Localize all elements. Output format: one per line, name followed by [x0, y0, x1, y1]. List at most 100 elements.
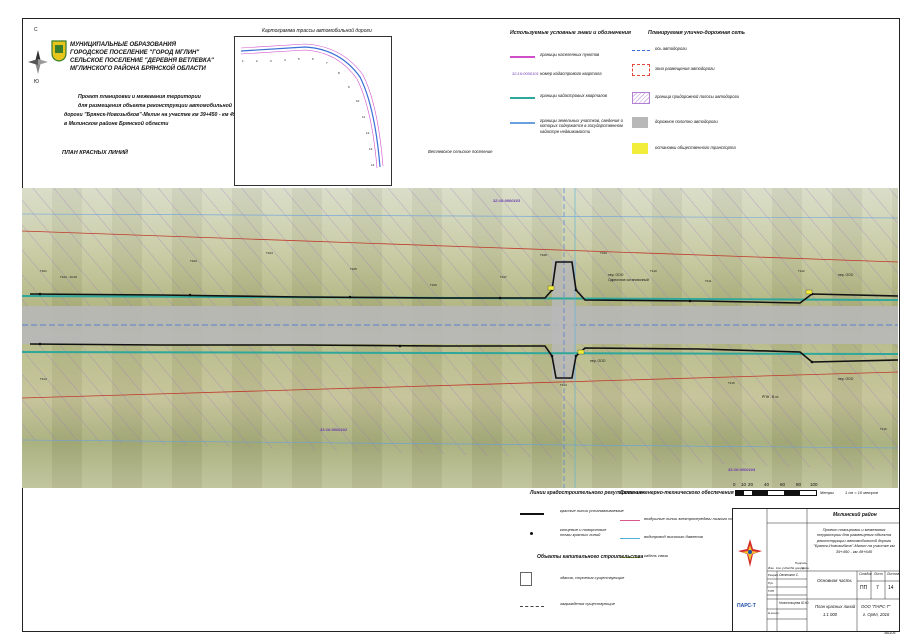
inset-tick: 3 — [270, 59, 272, 63]
inset-tick: 6 — [312, 57, 314, 61]
legend-label: кабель связи — [644, 553, 669, 558]
scale-tick: 0 — [733, 482, 736, 487]
stamp-stage: ПП — [860, 585, 868, 591]
stamp-role: Подпись — [795, 561, 807, 565]
scale-ratio: 1 см = 10 метров — [845, 490, 878, 495]
scale-tick: 60 — [780, 482, 786, 487]
point-label: T109 — [600, 251, 607, 255]
legend-conventional-title: Используемые условные знаки и обозначени… — [510, 30, 631, 36]
stamp-role: Лист — [785, 566, 792, 570]
stamp-sheets: 14 — [888, 585, 894, 591]
scale-tick: 10 — [741, 482, 747, 487]
stamp-role: Рук. — [768, 581, 774, 585]
legend-swatch-roadside-border — [632, 92, 650, 104]
stamp-company: ООО "ПАРС-Т" — [861, 604, 891, 609]
legend-swatch-building — [520, 572, 532, 586]
legend-label: ось автодороги — [655, 46, 687, 51]
org-line: ГОРОДСКОЕ ПОСЕЛЕНИЕ "ГОРОД МГЛИН" — [70, 50, 200, 56]
scale-segment — [784, 491, 800, 495]
stop-label: пер. ООО — [838, 273, 854, 277]
bus-stop-marker — [805, 289, 813, 295]
point-label: T104 — [266, 251, 273, 255]
project-line: дороги "Брянск-Новозыбков"-Мглин на учас… — [64, 112, 248, 118]
inset-tick: 4 — [284, 58, 286, 62]
settlement-label: Ветлевское сельское поселение — [428, 149, 493, 154]
inset-route — [240, 43, 384, 169]
stamp-sheet: 7 — [876, 585, 879, 591]
point-label: T101 — [40, 269, 47, 273]
stamp-sheet-label: Лист — [874, 572, 883, 576]
inset-tick: 5 — [298, 57, 300, 61]
legend-swatch-red-line — [520, 513, 544, 515]
legend-swatch-water-pipe — [620, 538, 640, 539]
point-label: T112 — [798, 269, 805, 273]
stamp-role: Н.контр. — [768, 611, 780, 615]
red-line-bottom — [29, 343, 898, 379]
legend-swatch-power-line — [620, 520, 640, 521]
scale-segment — [736, 491, 744, 495]
legend-capital-title: Объекты капитального строительства — [537, 554, 644, 560]
compass-north-label: С — [34, 27, 38, 33]
stamp-district: Мглинский район — [833, 512, 877, 518]
point-label: T110 — [650, 269, 657, 273]
bus-stop-marker — [547, 285, 555, 291]
legend-engineering-title: Сети инженерно-технического обеспечения — [620, 490, 734, 496]
stop-label: пер. ООО — [838, 377, 854, 381]
compass-south-label: Ю — [34, 79, 40, 85]
scale-tick: 80 — [796, 482, 802, 487]
roadside-zone-bottom — [22, 338, 898, 470]
scale-unit: Метры — [820, 490, 834, 495]
map-note: РПН - В ст. — [762, 395, 780, 399]
scale-tick: 40 — [764, 482, 770, 487]
legend-label: границы земельных участков, сведения о к… — [540, 118, 623, 134]
red-line-top — [29, 261, 898, 304]
point-label: T105 — [350, 267, 357, 271]
land-plot-border — [22, 213, 898, 219]
legend-label: красные линии устанавливаемые — [560, 508, 624, 513]
inset-tick: 8 — [338, 71, 340, 75]
company-logo-icon — [738, 539, 762, 567]
legend-label: концевые и поворотные точки красных лини… — [560, 527, 607, 537]
legend-swatch-roadway — [632, 117, 648, 128]
plan-title: ПЛАН КРАСНЫХ ЛИНИЙ — [62, 150, 128, 156]
power-line — [22, 371, 898, 399]
bus-stop-marker — [577, 349, 585, 355]
scale-tick: 100 — [810, 482, 818, 487]
legend-network-title: Планируемая улично-дорожная сеть — [648, 30, 745, 36]
scale-tick: 20 — [748, 482, 754, 487]
stamp-role: Дата — [802, 566, 809, 570]
cadastral-quarter-label: 32:16:0000103 — [493, 198, 521, 203]
cadastral-quarter-label: 32:16:0000104 — [728, 467, 756, 472]
inset-tick: 10 — [356, 99, 360, 103]
point-label: T115 — [728, 381, 735, 385]
point-label: T106 — [430, 283, 437, 287]
stamp-plan-scale: 1:1 000 — [823, 612, 837, 617]
inset-tick: 1 — [242, 59, 244, 63]
inset-tick: 11 — [362, 115, 366, 119]
inset-cartogram — [234, 36, 392, 186]
legend-swatch-turn-point — [530, 532, 533, 535]
legend-label: границы населенных пунктов — [540, 52, 600, 57]
compass-icon — [28, 50, 48, 74]
corner-code: 381105 — [884, 631, 896, 635]
inset-tick: 14 — [371, 163, 375, 167]
stop-label: Одиночное остановочный — [608, 278, 649, 282]
point-label: T116 — [880, 427, 887, 431]
legend-label: воздушные линии электропередачи низкого … — [644, 516, 751, 521]
inset-tick: 13 — [369, 147, 373, 151]
point-label: T103 — [190, 259, 197, 263]
legend-label: номер кадастрового квартала — [540, 71, 602, 76]
title-block: ПАРС-Т Мглинский район Проект планировки… — [732, 508, 900, 632]
legend-swatch-cadastral-quarter — [510, 97, 535, 99]
coat-of-arms-icon — [51, 40, 67, 62]
legend-red-lines-title: Линии градостроительного регулирования — [530, 490, 643, 496]
scale-bar — [735, 490, 817, 496]
legend-label: здания, строения существующие — [560, 575, 625, 580]
legend-label: водопровод высокого давления — [644, 534, 703, 539]
stop-label: пер. ООО — [590, 359, 606, 363]
legend-label: граница придорожной полосы автодороги — [655, 94, 739, 99]
project-line: Проект планировки и межевания территории — [78, 94, 201, 100]
legend-label: остановки общественного транспорта — [655, 145, 736, 150]
stamp-role: ГИП — [768, 589, 774, 593]
inset-tick: 9 — [348, 85, 350, 89]
